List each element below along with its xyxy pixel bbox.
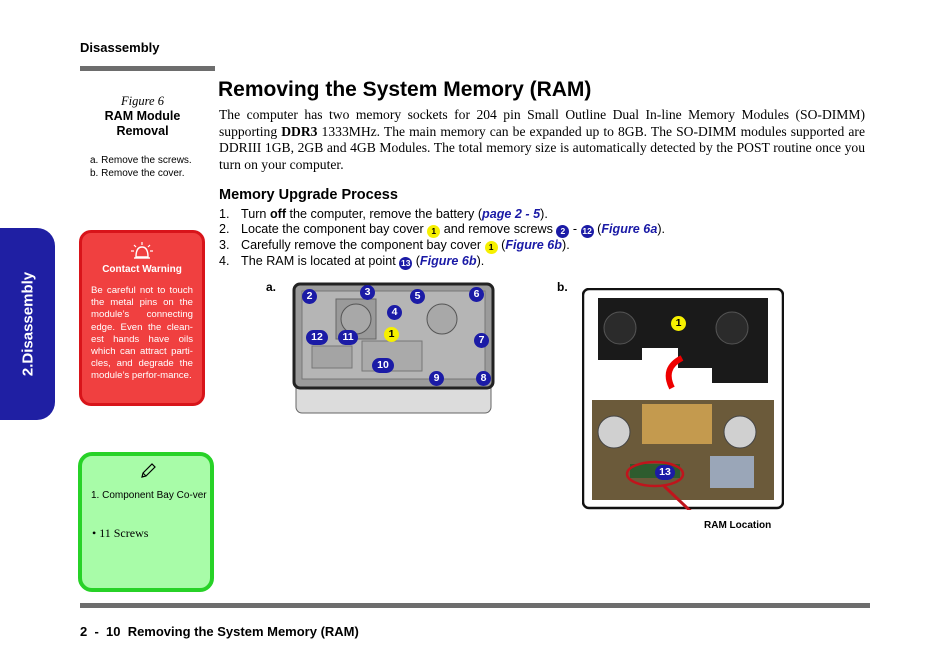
upgrade-steps-list: 1. Turn off the computer, remove the batt… [219,207,665,270]
figure-b-callout-13: 13 [655,465,675,480]
step-text: The RAM is located at point [241,253,400,268]
figure-note-b: b. Remove the cover. [90,168,185,179]
figure-a-callout-12: 12 [306,330,328,345]
intro-text-post: 1333MHz. The main memory can be expanded… [219,123,865,172]
step-text: ). [562,237,570,252]
step-text: and remove screws [440,221,557,236]
figure-a-callout-1: 1 [384,327,399,342]
figure-a-callout-5: 5 [410,289,425,304]
figure-title-line2: Removal [116,124,169,138]
callout-badge-yellow: 1 [427,224,441,238]
footer-rule [80,603,870,608]
step-text: ). [476,253,485,268]
step-text: ). [657,221,666,236]
figure-a-callout-9: 9 [429,371,444,386]
intro-paragraph: The computer has two memory sockets for … [219,107,865,173]
step-text: Locate the component bay cover [241,221,428,236]
figure-caption: Figure 6 RAM Module Removal [85,94,200,139]
figure-a-laptop-bottom: 2 3 4 5 6 1 7 12 11 10 9 8 [292,281,495,416]
link-figure-6a[interactable]: Figure 6a [601,221,658,236]
callout-badge-blue: 12 [580,224,594,238]
laptop-bottom-illustration [292,282,495,414]
step-2: 2. Locate the component bay cover 1 and r… [219,222,665,238]
chapter-side-tab[interactable]: 2.Disassembly [0,228,55,420]
header-rule [80,66,215,71]
warning-title: Contact Warning [102,264,182,275]
figure-a-callout-10: 10 [372,358,394,373]
note-item-screws: • 11 Screws [92,526,149,540]
step-number: 3. [219,237,230,252]
callout-badge-blue: 13 [399,256,413,270]
figure-a-callout-3: 3 [360,285,375,300]
step-number: 4. [219,253,230,268]
step-3: 3. Carefully remove the component bay cov… [219,238,665,254]
figure-number: Figure 6 [121,94,164,108]
note-box: 1. Component Bay Co-ver • 11 Screws [78,452,214,592]
figure-notes: a. Remove the screws. b. Remove the cove… [90,154,192,180]
section-header: Disassembly [80,40,160,55]
note-item-component-bay-cover: 1. Component Bay Co-ver [91,490,207,501]
callout-badge-yellow: 1 [484,240,498,254]
figure-a-callout-7: 7 [474,333,489,348]
figure-a-callout-8: 8 [476,371,491,386]
step-text: Carefully remove the component bay cover [241,237,485,252]
figure-a-callout-11: 11 [338,330,358,345]
step-text: ( [497,237,506,252]
figure-a-callout-4: 4 [387,305,402,320]
step-number: 1. [219,207,230,221]
warning-shock-icon [130,241,154,266]
link-figure-6b[interactable]: Figure 6b [505,237,562,252]
callout-badge-blue: 2 [556,224,570,238]
ram-location-label: RAM Location [704,520,772,531]
step-text: ( [593,221,602,236]
step-4: 4. The RAM is located at point 13 (Figure… [219,254,665,270]
intro-text-ddr3: DDR3 [281,123,318,139]
pencil-icon [139,462,157,485]
figure-b-callout-1: 1 [671,316,686,331]
figure-note-a: a. Remove the screws. [90,155,192,166]
contact-warning-box: Contact Warning Be careful not to touch … [79,230,205,406]
step-text: ). [540,207,548,221]
step-text: - [569,221,581,236]
chapter-side-tab-label: 2.Disassembly [19,271,36,377]
page-title: Removing the System Memory (RAM) [218,78,592,101]
link-figure-6b[interactable]: Figure 6b [419,253,477,268]
open-component-bay-illustration [581,287,785,524]
warning-text: Be careful not to touch the metal pins o… [91,285,193,382]
figure-b-open-bay: 1 13 [581,287,785,524]
step-text: the computer, remove the battery ( [286,207,483,221]
figure-a-label: a. [266,280,277,294]
figure-a-callout-6: 6 [469,287,484,302]
page-footer: 2 - 10 Removing the System Memory (RAM) [80,624,359,639]
step-text-bold: off [269,207,287,221]
figure-b-label: b. [557,280,568,294]
figure-a-callout-2: 2 [302,289,317,304]
step-1: 1. Turn off the computer, remove the batt… [219,207,665,222]
intro-text-pre: The computer has two memory sockets for … [219,107,865,139]
link-page-2-5[interactable]: page 2 - 5 [482,207,541,221]
step-text: ( [412,253,420,268]
step-text: Turn [241,207,270,221]
step-number: 2. [219,221,230,236]
section-subtitle: Memory Upgrade Process [219,187,398,203]
figure-title-line1: RAM Module [104,109,181,123]
